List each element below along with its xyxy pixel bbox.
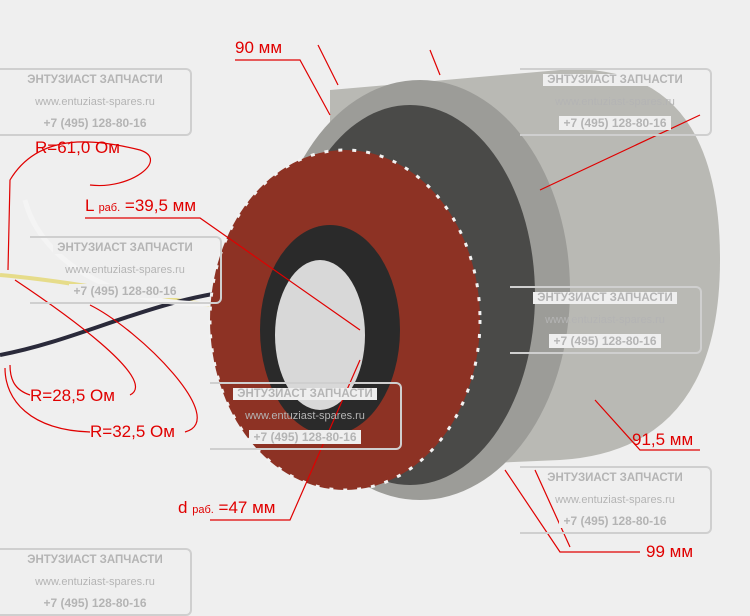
- watermark: ЭНТУЗИАСТ ЗАПЧАСТИ www.entuziast-spares.r…: [510, 286, 702, 354]
- watermark-name: ЭНТУЗИАСТ ЗАПЧАСТИ: [233, 388, 377, 400]
- label-resistance-1: R=61,0 Ом: [35, 138, 120, 157]
- watermark-phone: +7 (495) 128-80-16: [69, 284, 181, 298]
- prefix: L: [85, 196, 94, 215]
- watermark-url: www.entuziast-spares.ru: [555, 96, 675, 108]
- watermark-name: ЭНТУЗИАСТ ЗАПЧАСТИ: [53, 242, 197, 254]
- subscript: раб.: [192, 504, 214, 516]
- value: =39,5 мм: [124, 196, 197, 215]
- watermark: ЭНТУЗИАСТ ЗАПЧАСТИ www.entuziast-spares.r…: [520, 466, 712, 534]
- watermark-phone: +7 (495) 128-80-16: [559, 514, 671, 528]
- watermark-phone: +7 (495) 128-80-16: [249, 430, 361, 444]
- watermark-url: www.entuziast-spares.ru: [245, 410, 365, 422]
- dimension-lines: [4, 44, 701, 553]
- watermark-url: www.entuziast-spares.ru: [555, 494, 675, 506]
- watermark-url: www.entuziast-spares.ru: [65, 264, 185, 276]
- label-working-length: L раб. =39,5 мм: [85, 196, 196, 218]
- watermark: ЭНТУЗИАСТ ЗАПЧАСТИ www.entuziast-spares.r…: [0, 548, 192, 616]
- watermark-url: www.entuziast-spares.ru: [35, 96, 155, 108]
- watermark-name: ЭНТУЗИАСТ ЗАПЧАСТИ: [543, 74, 687, 86]
- watermark: ЭНТУЗИАСТ ЗАПЧАСТИ www.entuziast-spares.r…: [0, 68, 192, 136]
- label-housing-diameter: 99 мм: [646, 542, 694, 561]
- watermark: ЭНТУЗИАСТ ЗАПЧАСТИ www.entuziast-spares.r…: [210, 382, 402, 450]
- label-outer-length: 90 мм: [235, 38, 283, 57]
- watermark-name: ЭНТУЗИАСТ ЗАПЧАСТИ: [23, 74, 167, 86]
- watermark: ЭНТУЗИАСТ ЗАПЧАСТИ www.entuziast-spares.r…: [30, 236, 222, 304]
- watermark-name: ЭНТУЗИАСТ ЗАПЧАСТИ: [543, 472, 687, 484]
- watermark-url: www.entuziast-spares.ru: [35, 576, 155, 588]
- subscript: раб.: [98, 202, 121, 214]
- label-working-diameter: d раб. =47 мм: [178, 498, 275, 520]
- bore-background: [275, 260, 365, 410]
- watermark-phone: +7 (495) 128-80-16: [39, 116, 151, 130]
- winding-ties: [208, 148, 482, 492]
- label-resistance-2: R=28,5 Ом: [30, 386, 115, 405]
- watermark-url: www.entuziast-spares.ru: [545, 314, 665, 326]
- watermark-phone: +7 (495) 128-80-16: [549, 334, 661, 348]
- prefix: d: [178, 498, 188, 517]
- label-resistance-3: R=32,5 Ом: [90, 422, 175, 441]
- watermark-phone: +7 (495) 128-80-16: [559, 116, 671, 130]
- watermark: ЭНТУЗИАСТ ЗАПЧАСТИ www.entuziast-spares.r…: [520, 68, 712, 136]
- watermark-phone: +7 (495) 128-80-16: [39, 596, 151, 610]
- stator-photo: [0, 44, 720, 553]
- label-outer-diameter: 91,5 мм: [632, 430, 694, 449]
- watermark-name: ЭНТУЗИАСТ ЗАПЧАСТИ: [533, 292, 677, 304]
- watermark-name: ЭНТУЗИАСТ ЗАПЧАСТИ: [23, 554, 167, 566]
- value: =47 мм: [218, 498, 276, 517]
